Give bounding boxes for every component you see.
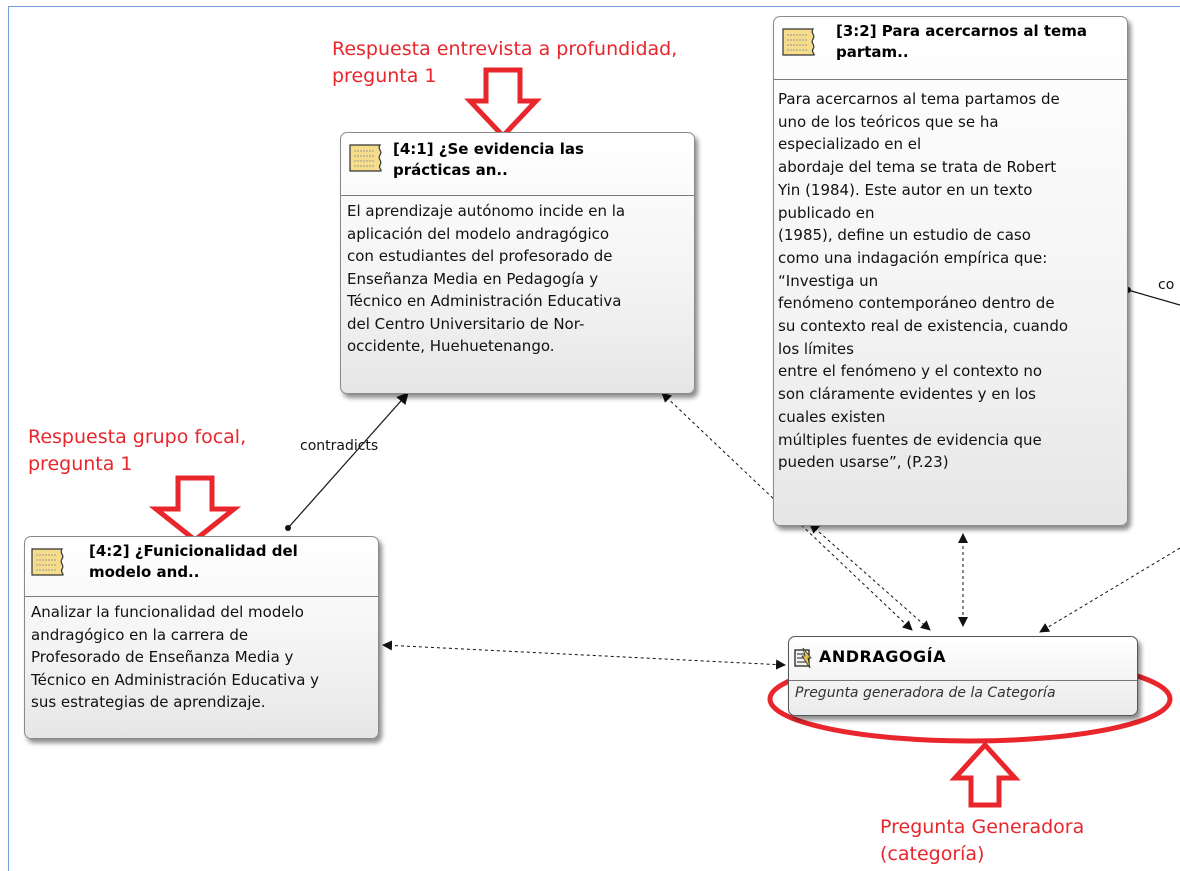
edge-quote-3-2-code-diag <box>809 523 931 631</box>
canvas-frame-left <box>8 6 9 871</box>
edge-quote-4-2-code <box>382 640 786 670</box>
annotation-focal-group: Respuesta grupo focal, pregunta 1 <box>28 426 247 475</box>
annotation-interview: Respuesta entrevista a profundidad, preg… <box>332 38 678 87</box>
edge-right-code <box>1039 547 1180 633</box>
code-node-title: ANDRAGOGÍA <box>819 647 946 666</box>
code-icon <box>794 647 812 669</box>
annotation-arrow-focal <box>148 475 242 544</box>
quote-node-4-1[interactable]: [4:1] ¿Se evidencia las prácticas an.. E… <box>340 132 695 394</box>
document-icon <box>349 144 382 172</box>
canvas-frame-top <box>8 6 1180 7</box>
annotation-arrow-interview <box>464 67 542 140</box>
quote-node-header: [4:2] ¿Funicionalidad del modelo and.. <box>25 537 378 597</box>
annotation-arrow-generator <box>949 741 1021 808</box>
quote-node-body: Analizar la funcionalidad del modelo and… <box>31 603 320 711</box>
quote-node-header: [3:2] Para acercarnos al tema partam.. <box>774 17 1127 80</box>
code-node-comment: Pregunta generadora de la Categoría <box>795 685 1056 701</box>
quote-node-3-2[interactable]: [3:2] Para acercarnos al tema partam.. P… <box>773 16 1128 526</box>
quote-node-header: [4:1] ¿Se evidencia las prácticas an.. <box>341 133 694 196</box>
quote-node-body: El aprendizaje autónomo incide en la apl… <box>347 202 626 355</box>
edge-contradicts <box>287 392 409 529</box>
document-icon <box>31 548 64 576</box>
quote-node-title: [3:2] Para acercarnos al tema partam.. <box>836 22 1087 61</box>
quote-node-title: [4:2] ¿Funicionalidad del modelo and.. <box>89 542 298 581</box>
quote-node-body: Para acercarnos al tema partamos de uno … <box>778 90 1069 472</box>
document-icon <box>782 28 815 56</box>
edge-quote-3-2-right <box>1127 289 1180 306</box>
code-node-andragogia[interactable]: ANDRAGOGÍA Pregunta generadora de la Cat… <box>788 636 1138 716</box>
annotation-generator: Pregunta Generadora (categoría) <box>880 816 1085 865</box>
edge-label-contradicts: contradicts <box>300 438 379 454</box>
code-node-header: ANDRAGOGÍA <box>789 637 1137 681</box>
quote-node-title: [4:1] ¿Se evidencia las prácticas an.. <box>393 140 584 179</box>
quote-node-4-2[interactable]: [4:2] ¿Funicionalidad del modelo and.. A… <box>24 536 379 739</box>
edge-label-partial: co <box>1158 277 1175 293</box>
